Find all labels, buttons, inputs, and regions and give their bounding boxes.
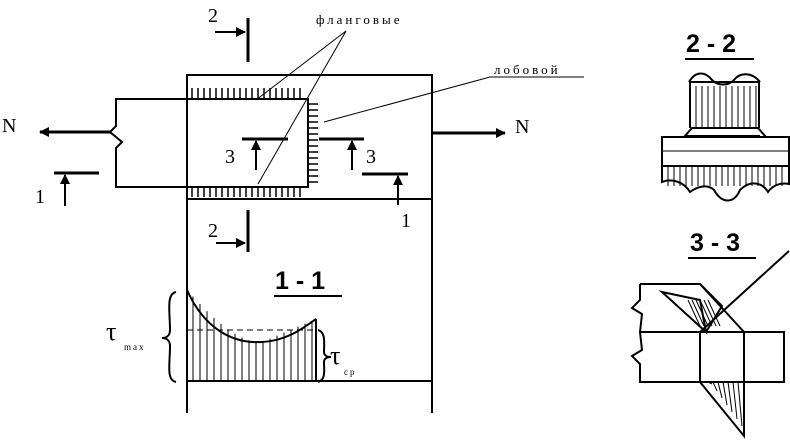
s22-strip-hatch (695, 86, 757, 128)
hatch-line (695, 299, 709, 327)
cut3-left-label: 3 (225, 146, 235, 168)
s33-weld (658, 290, 708, 335)
hatch-line (717, 381, 723, 399)
hatch-line (707, 381, 713, 385)
hatch-line (737, 381, 743, 427)
flank-weld-label: фланговые (316, 12, 402, 27)
flank-weld-bottom (191, 187, 301, 197)
s11-title: 1 - 1 (275, 267, 325, 295)
stress-diagram: τ max τ ср (106, 289, 432, 383)
cut1-left-label: 1 (35, 186, 45, 208)
s22-lower-hatch (667, 166, 783, 186)
tau-avg: τ (330, 341, 340, 370)
hatch-line (699, 299, 713, 327)
section-1-1: 1 - 1 τ max τ ср (106, 199, 433, 413)
hatch-line (727, 381, 733, 413)
hatch-line (703, 299, 717, 327)
s22-weld (683, 127, 767, 138)
hatch-line (712, 381, 718, 392)
strip-plate (108, 98, 309, 188)
force-label-left: N (2, 115, 16, 137)
cut1-right-label: 1 (401, 210, 411, 232)
s33-weld-bottom (697, 381, 745, 439)
brace-max (161, 291, 177, 383)
hatch-line (691, 299, 705, 327)
plan-view: N N 2 2 1 1 3 3 фланговые лобовой (2, 5, 584, 252)
hatch-line (707, 299, 721, 327)
flank-weld-top (191, 88, 301, 99)
section-2-2: 2 - 2 (661, 30, 790, 202)
cut3-right-label: 3 (366, 146, 376, 168)
frontal-weld-label: лобовой (494, 62, 561, 77)
leader-frontal (323, 76, 584, 123)
stress-hatching (192, 296, 313, 381)
tau-avg-sub: ср (344, 367, 357, 377)
stress-curve (186, 289, 317, 344)
force-label-right: N (515, 116, 529, 138)
section-3-3: 3 - 3 (630, 229, 790, 439)
leader-flank-2 (257, 30, 347, 185)
cut2-top-label: 2 (208, 5, 218, 27)
tau-max: τ (106, 317, 116, 346)
s33-weld-hatch (687, 299, 721, 327)
frontal-weld (308, 103, 318, 183)
s22-strip-top-break (688, 72, 761, 86)
main-plate (186, 74, 433, 200)
s22-title: 2 - 2 (686, 30, 736, 58)
brace-avg (317, 329, 332, 383)
s33-lower-plate (630, 331, 785, 383)
tau-max-sub: max (124, 342, 146, 352)
s33-weld-bottom-hatch (707, 381, 743, 427)
hatch-line (687, 299, 701, 327)
s33-title: 3 - 3 (690, 229, 740, 257)
hatch-line (732, 381, 738, 420)
s33-weld-outer (699, 283, 724, 333)
s22-lower (661, 166, 790, 202)
hatch-line (722, 381, 728, 406)
leader-flank-1 (255, 30, 347, 101)
cut2-bottom-label: 2 (208, 220, 218, 242)
